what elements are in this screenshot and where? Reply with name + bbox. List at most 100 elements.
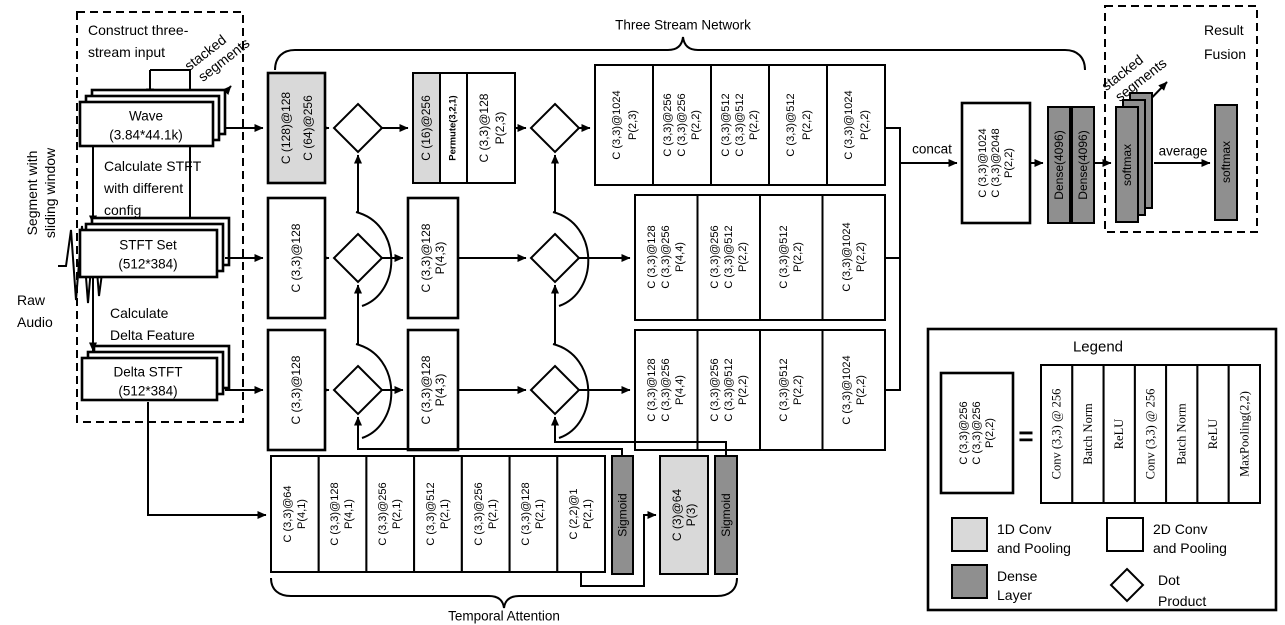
conv2d-block <box>634 194 699 321</box>
layer-label: C (3,3)@256 <box>473 482 485 545</box>
conv2d-block <box>826 64 886 186</box>
layer-label: C (3,3)@1024 <box>843 90 855 159</box>
concat-label: concat <box>912 142 952 157</box>
layer-label: C (3,3)@512 <box>425 482 437 545</box>
layer-label: C (3,3)@512 <box>723 358 735 421</box>
conv2d-block <box>759 329 824 451</box>
wave-label: Wave <box>129 109 163 124</box>
dot-product-icon <box>529 232 581 284</box>
attention-feedback-1 <box>354 154 623 456</box>
legend-expansion-block <box>1040 364 1074 504</box>
attention-conv-block <box>413 455 463 573</box>
legend-entry-label: 2D Conv <box>1153 521 1207 537</box>
layer-label: C (3,3)@2048 <box>990 128 1002 197</box>
conv2d-block <box>696 329 761 451</box>
construct-dashed-box <box>76 11 244 423</box>
attention-feedback-2 <box>551 154 727 456</box>
legend-entry-label: 1D Conv <box>997 521 1051 537</box>
attention-conv-block <box>317 455 368 573</box>
layer-label: P(2,2) <box>748 110 760 140</box>
conv2d-block <box>594 64 654 186</box>
sigmoid-label: Sigmoid <box>719 493 733 536</box>
legend-expansion-block <box>1133 364 1168 504</box>
expansion-label: Batch Norm <box>1175 403 1189 465</box>
layer-label: P(2,1) <box>534 499 546 529</box>
expansion-label: ReLU <box>1206 419 1220 450</box>
bypass-curve <box>552 211 590 307</box>
expansion-label: Conv (3,3) @ 256 <box>1143 389 1157 480</box>
dense-block <box>1047 106 1071 224</box>
expansion-label: ReLU <box>1112 419 1126 450</box>
legend-entry-label: Dot <box>1158 572 1180 588</box>
layer-label: C (3,3)@256 <box>662 93 674 156</box>
calc-stft-label: with different <box>103 180 183 196</box>
layer-label: C (2,2)@1 <box>568 489 580 540</box>
softmax-label: softmax <box>1219 141 1233 183</box>
layer-label: P(2,2) <box>855 242 867 272</box>
layer-label: C (3)@64 <box>670 489 684 542</box>
layer-label: C (3,3)@256 <box>660 358 672 421</box>
conv2d-block <box>266 196 327 320</box>
wave-stream-row: C (128)@128 C (64)@256 C (16)@256 Permut… <box>266 64 886 186</box>
segment-sliding-label: Segment with <box>24 151 40 236</box>
calc-stft-label: config <box>104 202 141 218</box>
conv2d-block <box>266 328 327 452</box>
layer-label: C (3,3)@256 <box>709 225 721 288</box>
stacked-segments-label: stacked segments <box>181 31 252 84</box>
layer-label: C (3,3)@128 <box>419 223 433 292</box>
network-head: C (3,3)@1024 C (3,3)@2048 P(2,2) Dense(4… <box>960 101 1112 225</box>
legend-entry-label: and Pooling <box>997 540 1071 556</box>
layer-label: P(2,2) <box>984 418 996 448</box>
layer-label: P(4,4) <box>674 242 686 272</box>
layer-label: C (3,3)@128 <box>289 355 303 424</box>
dense-label: Dense(4096) <box>1076 130 1090 199</box>
layer-label: C (3,3)@256 <box>971 401 983 464</box>
layer-label: C (3,3)@128 <box>289 223 303 292</box>
result-fusion-title: Fusion <box>1204 46 1246 62</box>
wave-input-box: Wave (3.84*44.1k) <box>78 88 227 148</box>
legend-dot-product-icon <box>1109 567 1145 603</box>
layer-label: C (3,3)@128 <box>477 93 491 162</box>
temporal-attention-brace <box>270 577 738 609</box>
layer-label: C (3,3)@512 <box>720 93 732 156</box>
legend-title: Legend <box>1073 339 1123 356</box>
segment-sliding-label: sliding window <box>42 147 58 238</box>
layer-label: P(2,1) <box>582 499 594 529</box>
layer-label: P(2,1) <box>391 499 403 529</box>
conv1d-block <box>412 72 441 184</box>
layer-label: C (16)@256 <box>419 95 433 161</box>
layer-label: C (3,3)@128 <box>419 355 433 424</box>
layer-label: C (128)@128 <box>279 92 293 165</box>
legend-expansion-block <box>1102 364 1136 504</box>
dot-product-icon <box>332 102 384 154</box>
legend-2d-swatch <box>1106 517 1144 552</box>
expansion-label: MaxPooling(2,2) <box>1237 391 1251 477</box>
layer-label: P(4,1) <box>343 499 355 529</box>
legend: Legend C (3,3)@256 C (3,3)@256 P(2,2) = … <box>926 327 1278 612</box>
delta-label: Delta STFT <box>113 365 182 380</box>
layer-label: C (3,3)@64 <box>282 485 294 542</box>
layer-label: C (3,3)@256 <box>676 93 688 156</box>
layer-label: P(4,4) <box>674 375 686 405</box>
legend-sample-block <box>939 371 1015 495</box>
softmax-final-block <box>1214 104 1238 221</box>
construct-label: stream input <box>88 44 165 60</box>
expansion-label: Batch Norm <box>1081 403 1095 465</box>
stft-stream-row: C (3,3)@128 C (3,3)@128 P(4,3) C (3,3)@1… <box>266 194 886 321</box>
layer-label: P(2,2) <box>792 375 804 405</box>
delta-stream-row: C (3,3)@128 C (3,3)@128 P(4,3) C (3,3)@1… <box>266 328 886 452</box>
layer-label: C (3,3)@1024 <box>841 355 853 424</box>
bypass-curve <box>552 343 590 439</box>
attention-line <box>551 416 727 456</box>
conv2d-block <box>406 328 460 452</box>
layer-label: P(2,2) <box>855 375 867 405</box>
layer-label: P(2,3) <box>493 112 507 145</box>
legend-1d-swatch <box>951 517 988 552</box>
conv2d-block <box>821 329 886 451</box>
layer-label: C (3,3)@1024 <box>977 128 989 197</box>
average-label: average <box>1159 144 1208 159</box>
attention-conv1d-block <box>659 455 709 575</box>
bypass-curve <box>355 211 393 307</box>
calc-delta-label: Delta Feature <box>110 327 195 343</box>
